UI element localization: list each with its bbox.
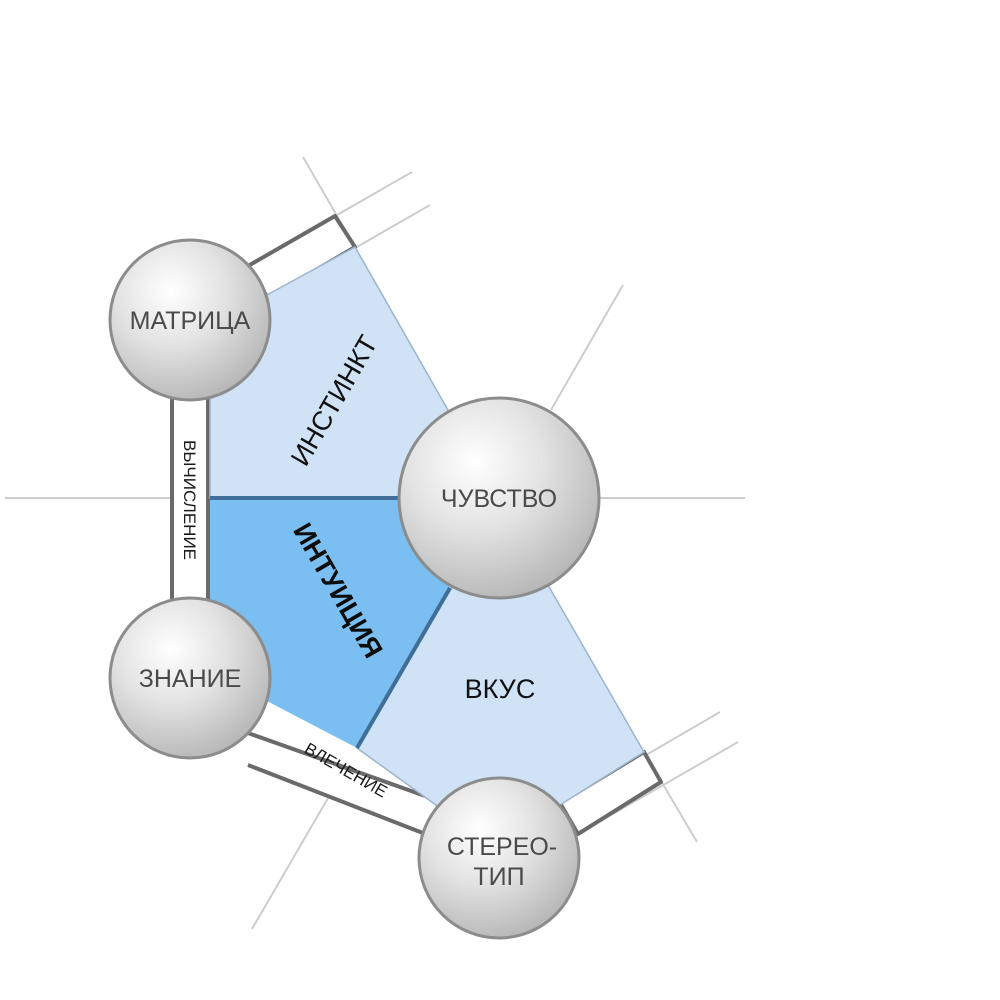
node-matrix-label: МАТРИЦА: [130, 307, 251, 335]
divider-diagonal: [355, 586, 452, 750]
node-stereotype: СТЕРЕО- ТИП: [417, 776, 581, 940]
connector-bars: [170, 214, 663, 837]
node-knowledge: ЗНАНИЕ: [108, 596, 272, 760]
node-feeling-label: ЧУВСТВО: [441, 485, 557, 513]
node-feeling: ЧУВСТВО: [397, 396, 601, 600]
calculation-label: ВЫЧИСЛЕНИЕ: [180, 440, 199, 560]
node-knowledge-label: ЗНАНИЕ: [139, 665, 242, 693]
taste-label: ВКУС: [465, 674, 536, 704]
node-stereotype-label-line1: СТЕРЕО-: [447, 833, 557, 861]
sphere: [397, 396, 601, 600]
regions: [209, 245, 646, 809]
sphere: [417, 776, 581, 940]
sphere: [108, 238, 272, 402]
node-matrix: МАТРИЦА: [108, 238, 272, 402]
sphere: [108, 596, 272, 760]
guide-line: [550, 284, 624, 411]
node-stereotype-label-line2: ТИП: [473, 863, 524, 891]
guide-line: [251, 785, 336, 930]
